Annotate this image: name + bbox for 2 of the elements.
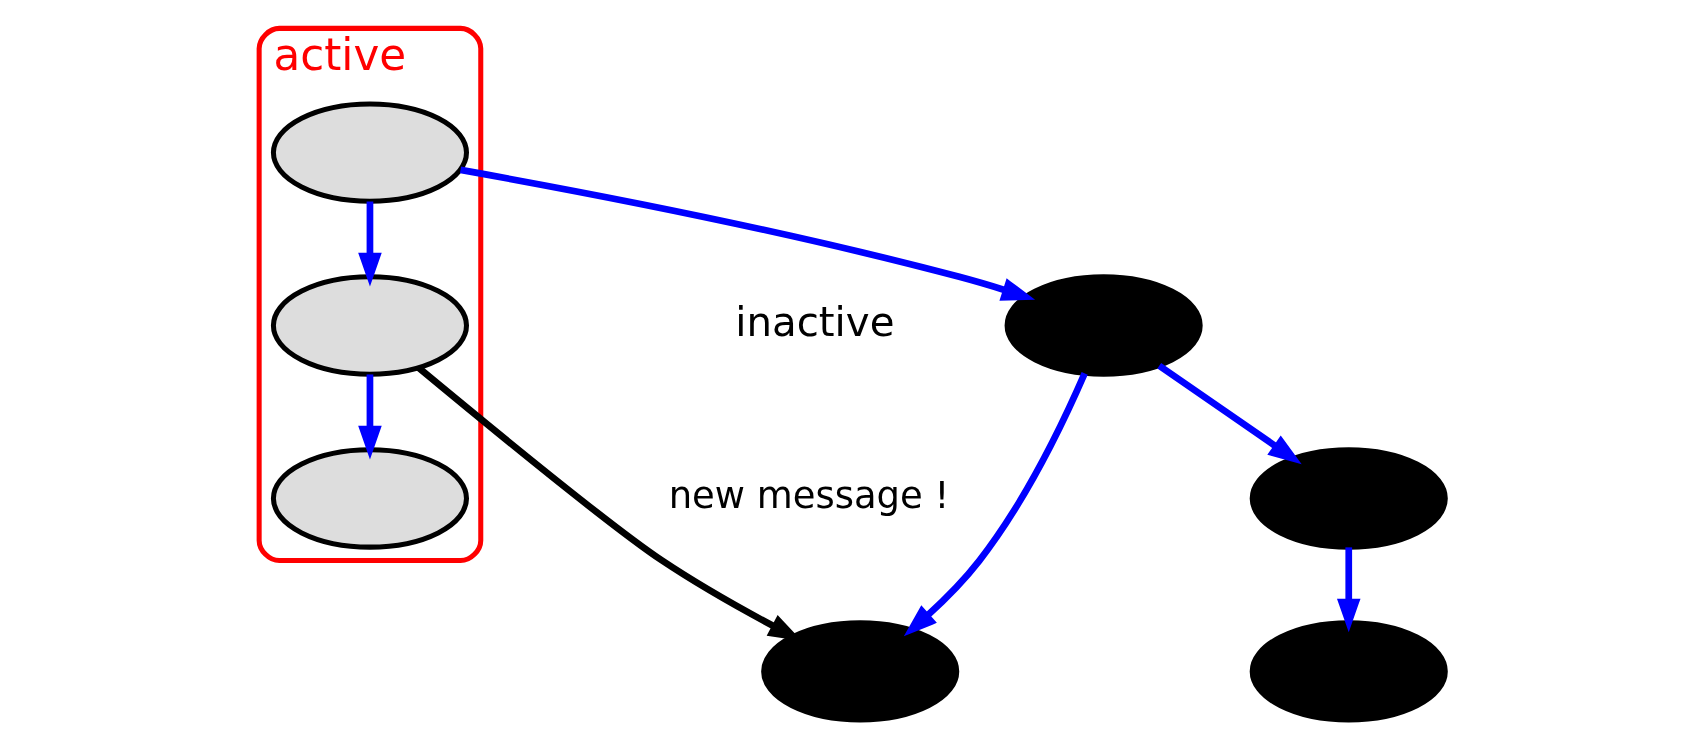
node-label: inactive	[734, 298, 894, 346]
edge-label: new message !	[668, 473, 949, 517]
